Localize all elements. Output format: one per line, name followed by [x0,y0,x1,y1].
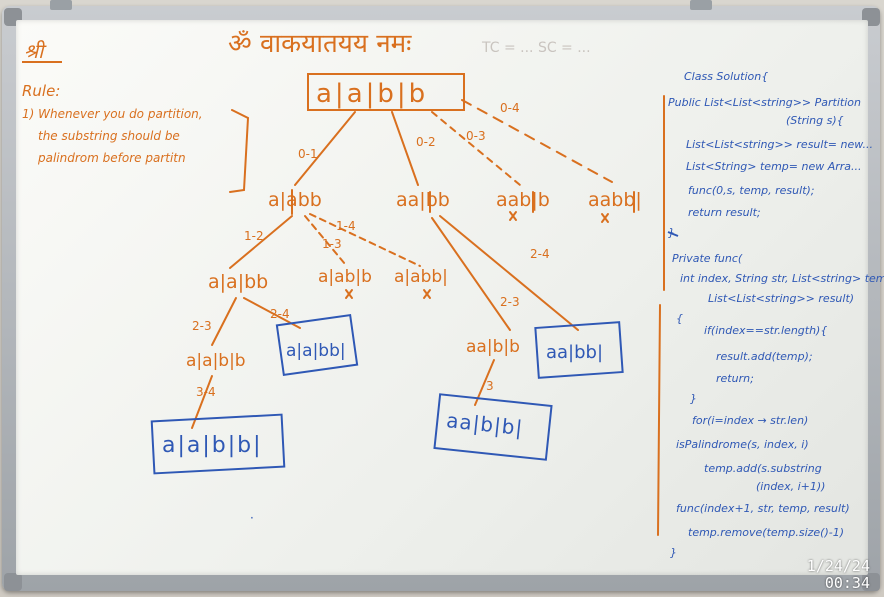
edge-0-4 [461,99,613,183]
corner-mark: श्री [24,39,47,63]
node-aab-b: aab|b [496,189,550,211]
result-box-4 [433,393,553,461]
code-line: (String s){ [786,114,844,127]
edge-label-1-2: 1-2 [244,229,264,243]
edge-label-0-3: 0-3 [466,129,486,143]
code-line: result.add(temp); [716,350,813,363]
code-line: func(index+1, str, temp, result) [676,502,850,515]
edge-label-2-3-right: 2-3 [500,295,520,309]
leaf-aa-b-b: aa|b|b| [445,408,524,440]
edge-label-0-1: 0-1 [298,147,318,161]
timestamp-date: 1/24/24 [806,557,870,575]
top-clip-right [690,0,712,10]
edge-1-2 [229,215,293,269]
code-line: (index, i+1)) [756,480,825,493]
timestamp-time: 00:34 [824,574,870,592]
edge-3-4-left [191,375,213,429]
edge-label-1-3: 1-3 [322,237,342,251]
node-a-abb: a|abb| [394,267,448,287]
rule-line-3: palindrom before partitn [37,151,186,165]
rule-line-1: 1) Whenever you do partition, [22,107,203,121]
edge-1-4 [309,213,421,267]
whiteboard-surface [16,20,868,575]
board-title: ॐ वाकयातयय नमः [228,29,412,59]
node-aa-b-b: aa|b|b [466,337,520,357]
code-line: Private func( [672,252,743,265]
code-line: Class Solution{ [684,70,768,83]
rule-bracket [229,109,250,193]
node-a-abb: a|abb [268,189,322,211]
frame-corner-bottom-left [4,573,22,591]
edge-0-2 [391,111,419,186]
edge-1-3 [304,215,346,265]
code-line: if(index==str.length){ [704,324,827,337]
result-box-1 [275,313,359,377]
edge-label-2-3-left: 2-3 [192,319,212,333]
tree-root: a|a|b|b [316,79,428,109]
node-a-a-bb-result: a|a|bb| [286,341,346,361]
code-line: for(i=index → str.len) [692,414,808,427]
edge-label-1-4: 1-4 [336,219,356,233]
leaf-a-a-b-b: a|a|b|b| [162,433,263,458]
node-a-a-bb: a|a|bb [208,271,268,293]
node-aabb: aabb| [588,189,642,211]
code-line: isPalindrome(s, index, i) [676,438,809,451]
code-line: } [668,226,675,239]
edge-label-0-2: 0-2 [416,135,436,149]
node-a-a-b-b: a|a|b|b [186,351,246,371]
code-line: { [676,312,683,325]
edge-label-2-4-right: 2-4 [530,247,550,261]
edge-2-4-right [439,215,579,331]
edge-label-3-4: 3-4 [196,385,216,399]
code-line: List<String> temp= new Arra... [686,160,862,173]
code-line: return result; [688,206,761,219]
rule-line-2: the substring should be [38,129,180,143]
rule-heading: Rule: [22,82,60,100]
edge-2-3-right [431,217,511,331]
node-aa-bb-result: aa|bb| [546,342,603,363]
board-title-faint: TC = ... SC = ... [481,40,591,56]
code-line: Public List<List<string>> Partition [668,96,861,109]
code-line: return; [716,372,754,385]
code-line: temp.add(s.substring [704,462,822,475]
result-box-3 [150,413,286,475]
edge-label-2-4-left: 2-4 [270,307,290,321]
root-box [307,73,465,111]
code-line: } [690,392,697,405]
result-box-2 [534,321,624,379]
edge-label-0-4: 0-4 [500,101,520,115]
stray-mark: · [250,511,254,525]
code-line: } [670,546,677,559]
code-line: List<List<string>> result= new... [686,138,873,151]
code-line: temp.remove(temp.size()-1) [688,526,844,539]
code-block: Class Solution{ Public List<List<string>… [668,70,884,559]
code-line: List<List<string>> result) [708,292,854,305]
top-clip-left [50,0,72,10]
code-line: func(0,s, temp, result); [688,184,815,197]
code-line: int index, String str, List<string> temp… [680,272,884,285]
edge-0-1 [294,111,356,186]
edge-2-3-left [211,297,237,346]
node-aa-bb: aa|bb [396,189,450,211]
node-a-ab-b: a|ab|b [318,267,372,287]
edge-label-3: 3 [486,379,494,393]
edge-0-3 [431,111,521,186]
frame-corner-bottom-right [862,573,880,591]
